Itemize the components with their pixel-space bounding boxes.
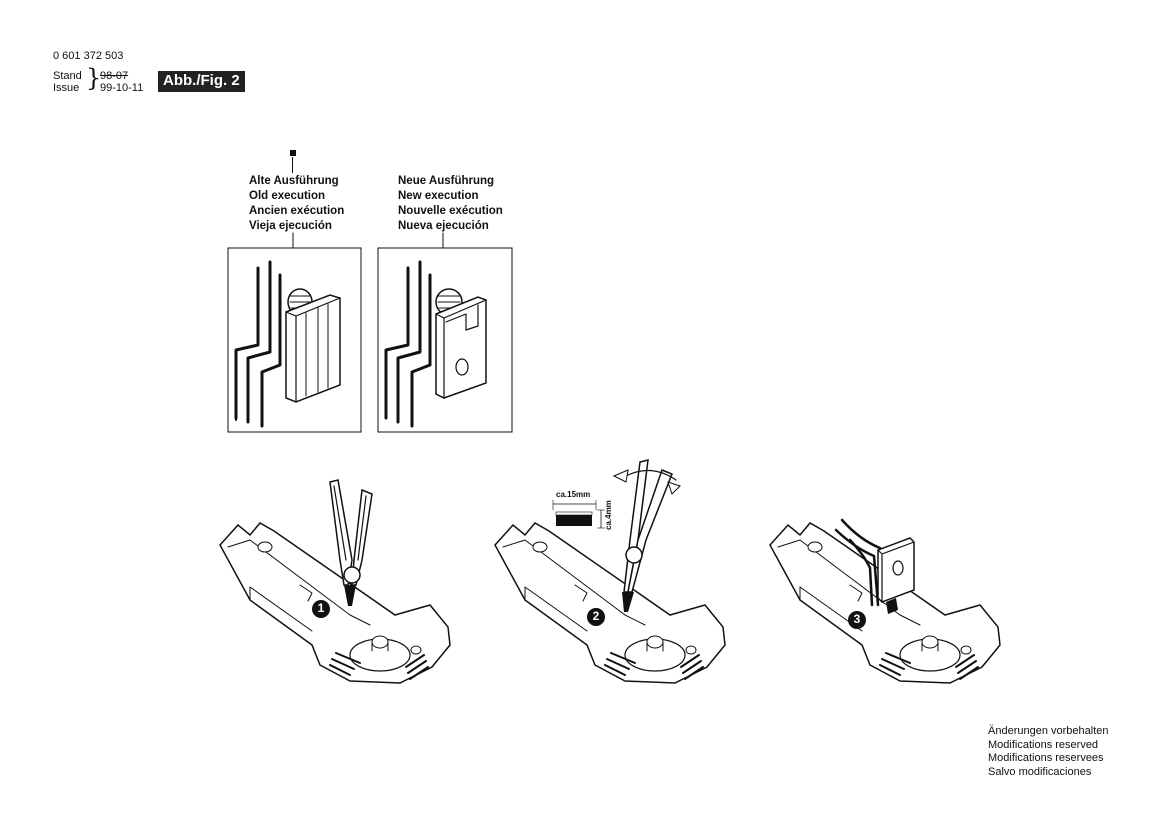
brace-symbol: } [86,64,102,92]
issue-label: Issue [53,82,80,94]
old-execution-fr: Ancien exécution [249,205,345,217]
old-execution-es: Vieja ejecución [249,220,332,232]
step3-circle [848,611,866,629]
step1-housing [219,522,451,684]
step1-circle [312,600,330,618]
new-execution-caption: Neue Ausführung New execution Nouvelle e… [398,174,503,234]
dimension-width: ca.4mm [604,500,613,530]
step3-brush-holder [834,518,915,614]
new-execution-panel [377,247,513,433]
stand-value: 98-07 [100,70,129,82]
step2-circle [587,608,605,626]
footer-de: Änderungen vorbehalten [988,725,1109,737]
step2-number: 2 [592,609,600,623]
new-execution-en: New execution [398,190,479,202]
old-execution-panel [227,247,362,433]
old-execution-de: Alte Ausführung [249,175,339,187]
dimension-inset [552,500,605,529]
footer-fr: Modifications reservees [988,752,1104,764]
dimension-length: ca.15mm [556,490,591,499]
step3-number: 3 [853,612,861,626]
new-execution-de: Neue Ausführung [398,175,495,187]
footer-en: Modifications reserved [988,738,1099,751]
marker-square [290,150,296,156]
step2-housing [494,522,726,684]
footer-es: Salvo modificaciones [988,765,1092,778]
step2-pliers [612,459,681,612]
step1-pliers [329,479,373,606]
issue-value: 99-10-11 [100,82,144,94]
new-execution-es: Nueva ejecución [398,220,489,232]
figure-label: Abb./Fig. 2 [158,71,245,92]
step1-number: 1 [317,601,325,615]
old-execution-en: Old execution [249,190,326,202]
stand-label: Stand [53,70,82,82]
footer-notice: Änderungen vorbehalten Modifications res… [988,725,1108,779]
new-execution-fr: Nouvelle exécution [398,205,503,217]
part-number: 0 601 372 503 [53,50,124,62]
old-execution-caption: Alte Ausführung Old execution Ancien exé… [249,174,344,234]
marker-leader-line [292,157,293,173]
